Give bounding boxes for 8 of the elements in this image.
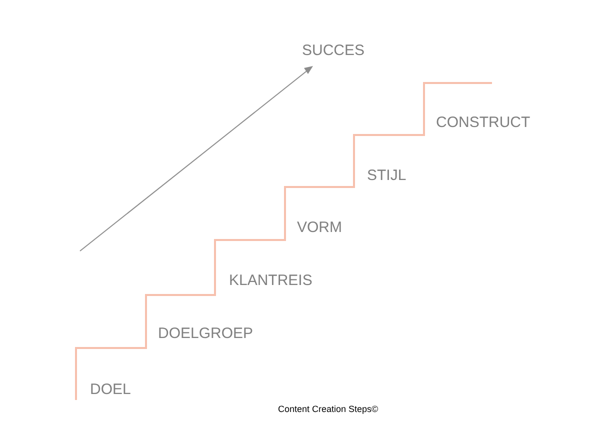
step-label: STIJL xyxy=(367,167,406,185)
caption: Content Creation Steps© xyxy=(278,404,378,414)
step-label: DOELGROEP xyxy=(158,325,254,343)
step-label: DOEL xyxy=(90,381,131,399)
step-label: VORM xyxy=(297,219,342,237)
step-label: KLANTREIS xyxy=(229,272,312,290)
step-label: CONSTRUCT xyxy=(436,114,530,132)
step-label: SUCCES xyxy=(302,42,365,60)
